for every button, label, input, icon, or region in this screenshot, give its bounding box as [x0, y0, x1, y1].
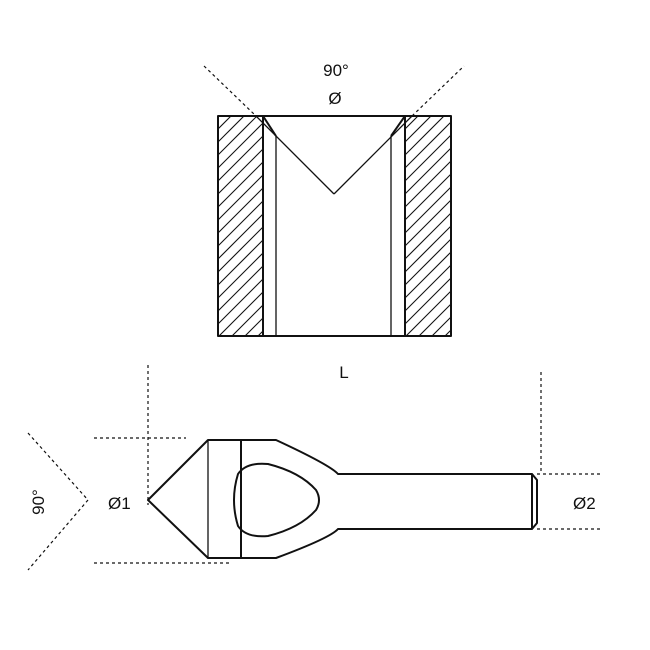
- hatch-line: [405, 116, 419, 130]
- dimension-lines: [27, 365, 602, 571]
- left-wall-hatching: [218, 116, 491, 336]
- hatch-line: [405, 212, 451, 260]
- hatch-line: [444, 329, 451, 336]
- top-angle-label: 90°: [323, 61, 349, 80]
- hatch-line: [218, 278, 263, 325]
- hatch-line: [218, 213, 263, 260]
- tool-cross-hole: [233, 462, 320, 538]
- hatch-line: [405, 116, 445, 156]
- hatch-line: [218, 122, 263, 169]
- tool-angle-label: 90°: [29, 489, 48, 515]
- top-angle-dash-right: [411, 65, 465, 117]
- countersink-right-chamfer: [390, 115, 406, 137]
- length-label: L: [339, 363, 348, 382]
- hatch-line: [405, 251, 451, 299]
- countersink-tool: [147, 439, 538, 559]
- hatch-line: [271, 116, 491, 336]
- tool-cone-head: [147, 439, 242, 559]
- top-diameter-label: Ø: [328, 89, 341, 108]
- hatch-line: [405, 199, 451, 247]
- workpiece-outline: [217, 115, 452, 337]
- hatch-line: [431, 316, 451, 336]
- hatch-line: [231, 304, 263, 336]
- hatch-line: [257, 330, 263, 336]
- hatch-line: [405, 147, 451, 195]
- hatch-line: [405, 160, 451, 208]
- workpiece-section: [217, 115, 650, 337]
- hatch-line: [218, 116, 219, 117]
- right-wall-hatching: [405, 116, 650, 336]
- hatch-line: [405, 238, 451, 286]
- tool-angle-line-upper: [27, 432, 89, 501]
- hatch-line: [405, 290, 451, 336]
- hatch-line: [218, 239, 263, 286]
- hatch-line: [405, 134, 451, 182]
- top-angle-line-right: [333, 115, 413, 195]
- top-angle-lines: [203, 65, 465, 195]
- hatch-line: [218, 200, 263, 247]
- tool-body-and-shank: [241, 439, 533, 559]
- hatch-line: [244, 317, 263, 336]
- hatch-line: [218, 116, 232, 130]
- hatch-line: [405, 116, 432, 143]
- diameter2-label: Ø2: [573, 494, 596, 513]
- hatch-line: [218, 252, 263, 299]
- hatch-line: [405, 186, 451, 234]
- hatch-line: [458, 116, 650, 336]
- hatch-line: [218, 148, 263, 195]
- hatch-line: [218, 291, 263, 336]
- hatch-line: [218, 135, 263, 182]
- hatch-line: [218, 116, 245, 143]
- hatch-line: [405, 121, 451, 169]
- diameter1-label: Ø1: [108, 494, 131, 513]
- hatch-line: [405, 173, 451, 221]
- hatch-line: [218, 116, 258, 156]
- hatch-line: [405, 264, 451, 312]
- hatch-line: [218, 265, 263, 312]
- hatch-line: [218, 187, 263, 234]
- shank-end-chamfer: [531, 473, 538, 530]
- top-angle-dash-left: [203, 65, 257, 117]
- hatch-line: [405, 277, 451, 325]
- countersink-left-chamfer: [262, 115, 277, 137]
- top-angle-line-left: [255, 115, 335, 195]
